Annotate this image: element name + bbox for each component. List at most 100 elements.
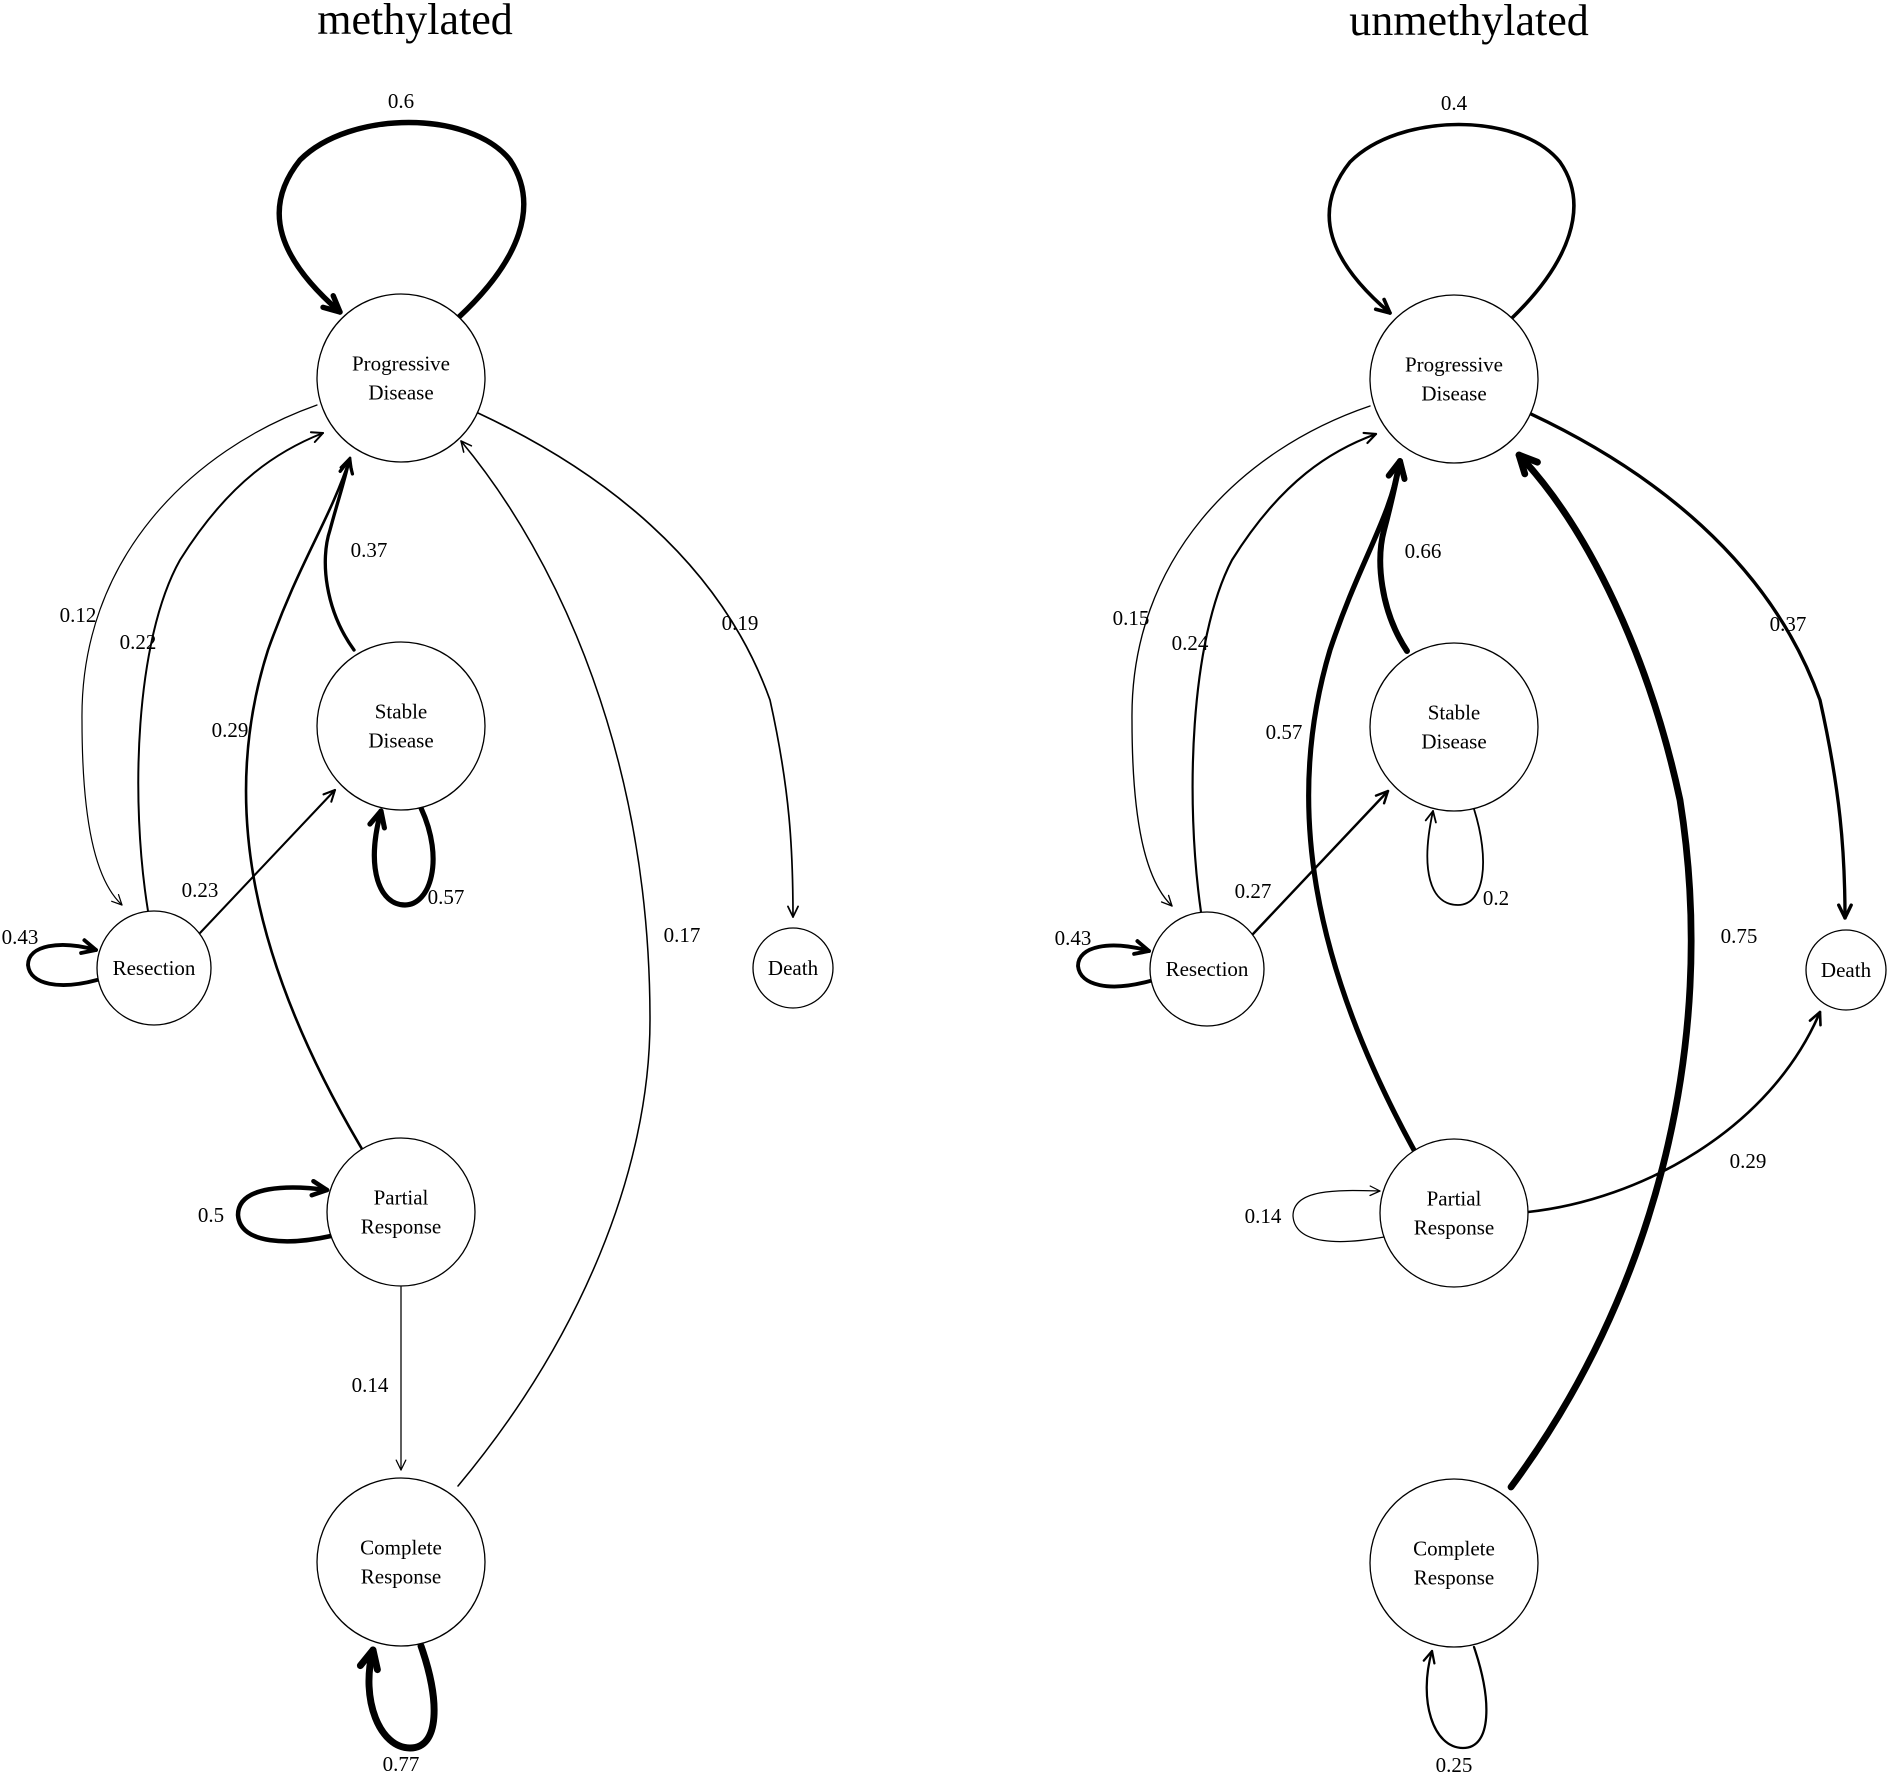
- edge-res-pd-arrowhead: [309, 431, 324, 443]
- edge-pd-death-label: 0.37: [1770, 612, 1807, 636]
- edge-sd-pd-line: [323, 458, 356, 652]
- node-sd-label: Disease: [1421, 730, 1486, 754]
- edge-pr-pr-line: [1292, 1189, 1385, 1243]
- edge-pd-pd-line: [1327, 122, 1576, 320]
- edge-pr-pd-label: 0.29: [212, 718, 249, 742]
- edge-pr-death-label: 0.29: [1730, 1149, 1767, 1173]
- edge-pr-death-line: [1526, 1010, 1822, 1214]
- node-pr-circle: [326, 1137, 476, 1287]
- edge-pd-pd-arrowhead: [1373, 297, 1392, 315]
- edge-cr-pd-line: [457, 440, 651, 1487]
- edge-res-res-line: [26, 943, 99, 987]
- node-pr-label: Response: [1414, 1216, 1495, 1240]
- edge-pr-cr-label: 0.14: [352, 1373, 389, 1397]
- edge-pr-pd-line: [244, 456, 364, 1151]
- edge-cr-pd-arrowhead: [460, 440, 473, 453]
- node-res-label: Resection: [1166, 957, 1249, 981]
- edge-res-sd-line: [1251, 789, 1390, 936]
- node-res: Resection: [96, 910, 212, 1026]
- edge-res-pd-arrowhead: [1362, 431, 1378, 445]
- edge-cr-cr-line: [1425, 1645, 1488, 1750]
- edge-pr-pr-label: 0.14: [1245, 1204, 1282, 1228]
- edge-pd-pd: 0.6: [276, 89, 527, 320]
- node-pd-circle: [316, 293, 486, 463]
- edge-pr-pd: 0.29: [212, 456, 364, 1151]
- node-cr-circle: [1369, 1478, 1539, 1648]
- edge-res-sd-line: [198, 788, 337, 935]
- edge-pr-pd-label: 0.57: [1266, 720, 1303, 744]
- edge-cr-cr-line: [365, 1642, 438, 1752]
- edge-pd-death-arrowhead: [1837, 903, 1853, 920]
- edge-sd-sd: 0.2: [1424, 808, 1509, 910]
- node-layer: ProgressiveDiseaseStableDiseaseResection…: [96, 293, 834, 1647]
- node-pd-label: Disease: [368, 381, 433, 405]
- node-death-label: Death: [1821, 958, 1872, 982]
- edge-pd-res-line: [81, 404, 318, 906]
- node-sd-circle: [1369, 642, 1539, 812]
- node-pd-label: Progressive: [352, 352, 450, 376]
- node-death: Death: [1805, 929, 1887, 1011]
- node-res-label: Resection: [113, 956, 196, 980]
- edge-pd-death: 0.19: [477, 412, 799, 918]
- edge-pd-death-line: [1529, 412, 1847, 920]
- node-cr-label: Complete: [1413, 1537, 1495, 1561]
- panel-title-methylated: methylated: [317, 0, 513, 44]
- edge-res-pd-line: [1191, 432, 1378, 914]
- edge-res-pd-label: 0.24: [1172, 631, 1209, 655]
- edge-res-pd-line: [137, 432, 324, 912]
- edge-res-pd-label: 0.22: [120, 630, 157, 654]
- edge-pd-res-arrowhead: [1160, 894, 1173, 907]
- edge-cr-cr-arrowhead: [356, 1646, 381, 1674]
- edge-pd-res-arrowhead: [111, 894, 123, 906]
- node-pr-label: Response: [361, 1215, 442, 1239]
- node-res-circle: [1149, 911, 1265, 1027]
- edge-cr-pd: 0.75: [1507, 451, 1757, 1491]
- edge-pd-pd-arrowhead: [320, 293, 343, 315]
- node-cr-label: Response: [361, 1565, 442, 1589]
- edge-res-res-label: 0.43: [1055, 926, 1092, 950]
- edge-pd-res: 0.12: [60, 404, 318, 906]
- edge-cr-cr: 0.77: [356, 1642, 438, 1776]
- edge-pr-pd-arrowhead: [1387, 458, 1408, 481]
- edge-res-sd-label: 0.27: [1235, 879, 1272, 903]
- edge-pd-pd-label: 0.6: [388, 89, 414, 113]
- edge-cr-cr-label: 0.77: [383, 1752, 420, 1776]
- node-pd-circle: [1369, 294, 1539, 464]
- node-pr-label: Partial: [374, 1186, 429, 1210]
- edge-res-res: 0.43: [1055, 926, 1152, 989]
- edge-pr-cr-arrowhead: [395, 1459, 407, 1471]
- edge-cr-cr-arrowhead: [1422, 1649, 1436, 1665]
- edge-pr-pr-line: [235, 1185, 334, 1244]
- edge-res-pd: 0.22: [120, 431, 324, 912]
- node-sd-label: Disease: [368, 729, 433, 753]
- node-res-circle: [96, 910, 212, 1026]
- edge-pr-death-arrowhead: [1808, 1010, 1822, 1027]
- edge-sd-sd-line: [1426, 808, 1484, 906]
- edge-sd-sd-line: [371, 805, 436, 908]
- edge-cr-pd-label: 0.17: [664, 923, 701, 947]
- node-cr-circle: [316, 1477, 486, 1647]
- edge-pr-pd: 0.57: [1266, 458, 1417, 1153]
- edge-pr-pr-arrowhead: [1369, 1185, 1381, 1197]
- edge-cr-pd-line: [1507, 451, 1695, 1491]
- edge-sd-sd: 0.57: [367, 805, 465, 909]
- edge-pd-death-label: 0.19: [722, 611, 759, 635]
- edge-sd-sd-label: 0.57: [428, 885, 465, 909]
- edge-pr-pr-label: 0.5: [198, 1203, 224, 1227]
- edge-pd-res-line: [1131, 405, 1371, 907]
- edge-sd-pd-label: 0.37: [351, 538, 388, 562]
- edge-cr-pd-arrowhead: [1515, 451, 1541, 478]
- node-sd-label: Stable: [1428, 701, 1481, 725]
- node-res: Resection: [1149, 911, 1265, 1027]
- edge-res-sd-label: 0.23: [182, 878, 219, 902]
